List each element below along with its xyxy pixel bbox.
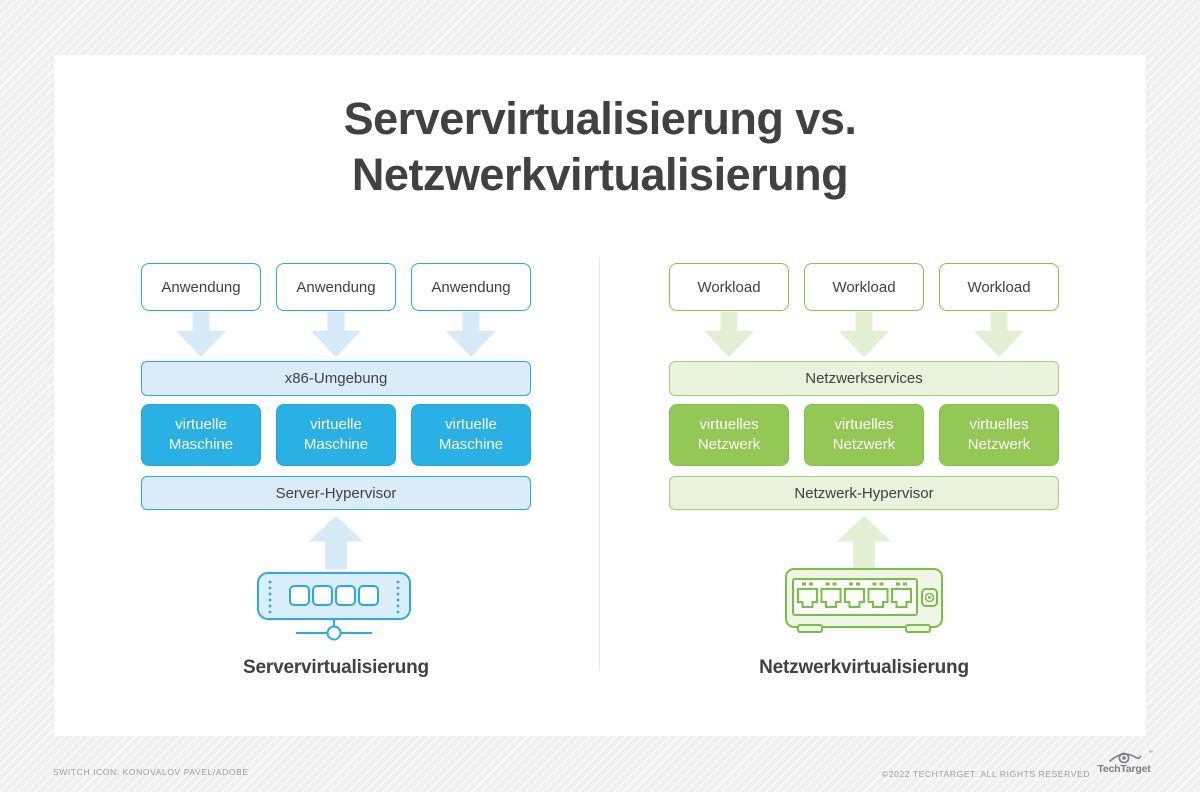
x86-environment-bar: x86-Umgebung: [141, 361, 531, 396]
server-virtualization-caption: Servervirtualisierung: [243, 657, 429, 678]
workload-box: Workload: [669, 263, 789, 311]
down-arrow-icon: [704, 312, 754, 357]
network-virtualization-caption: Netzwerkvirtualisierung: [759, 657, 969, 678]
server-hypervisor-bar: Server-Hypervisor: [141, 476, 531, 510]
brand-name: TechTarget: [1097, 763, 1151, 775]
network-hypervisor-bar: Netzwerk-Hypervisor: [669, 476, 1059, 510]
eye-icon: [1109, 752, 1142, 764]
copyright-text: ©2022 TechTarget. All rights reserved: [881, 769, 1090, 779]
virtual-machine-box: virtuelle Maschine: [141, 404, 261, 466]
up-arrow-icon: [309, 516, 363, 569]
down-arrow-icon: [176, 312, 226, 357]
up-arrow-icon: [837, 516, 891, 569]
application-box: Anwendung: [141, 263, 261, 311]
virtual-network-box: virtuelles Netzwerk: [804, 404, 924, 466]
workload-box: Workload: [804, 263, 924, 311]
techtarget-logo: TechTarget ™: [1096, 749, 1153, 776]
down-arrow-icon: [839, 312, 889, 357]
page-title: Servervirtualisierung vs. Netzwerkvirtua…: [343, 93, 857, 200]
down-arrow-icon: [446, 312, 496, 357]
virtual-machine-box: virtuelle Maschine: [276, 404, 396, 466]
content-card: Servervirtualisierung vs. Netzwerkvirtua…: [54, 55, 1146, 736]
virtual-machine-box: virtuelle Maschine: [411, 404, 531, 466]
workload-box: Workload: [939, 263, 1059, 311]
application-box: Anwendung: [411, 263, 531, 311]
icon-credit: Switch icon: Konovalov Pavel/Adobe: [53, 767, 249, 777]
network-switch-icon: [785, 568, 943, 633]
column-divider: [599, 258, 600, 670]
trademark-symbol: ™: [1148, 750, 1153, 756]
virtual-network-box: virtuelles Netzwerk: [669, 404, 789, 466]
down-arrow-icon: [311, 312, 361, 357]
network-services-bar: Netzwerkservices: [669, 361, 1059, 396]
down-arrow-icon: [974, 312, 1024, 357]
virtual-network-box: virtuelles Netzwerk: [939, 404, 1059, 466]
application-box: Anwendung: [276, 263, 396, 311]
server-icon: [257, 572, 411, 641]
